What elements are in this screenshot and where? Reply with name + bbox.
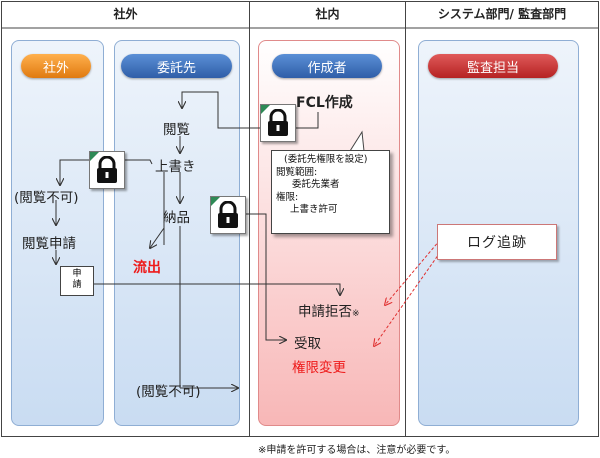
arrow-deliver-to-receive bbox=[246, 213, 286, 340]
column-header-inside: 社内 bbox=[315, 7, 340, 21]
lane-title-outside: 社外 bbox=[21, 54, 91, 78]
node-request-view: 閲覧申請 bbox=[22, 236, 76, 252]
node-log-trace: ログ追跡 bbox=[437, 224, 557, 260]
node-fcl-create: FCL作成 bbox=[296, 95, 353, 111]
request-document-text: 申 請 bbox=[72, 269, 82, 290]
lock-icon-deliver bbox=[210, 196, 246, 234]
lane-outside bbox=[11, 40, 104, 426]
callout-line-2: 閲覧範囲: bbox=[276, 166, 318, 178]
lane-title-creator: 作成者 bbox=[272, 54, 382, 78]
arrow-log-to-reject bbox=[385, 239, 441, 305]
lock-icon-outside bbox=[89, 151, 125, 189]
callout-line-3: 委託先業者 bbox=[292, 179, 340, 190]
arrow-leak-head bbox=[150, 227, 165, 248]
arrow-doc-to-reject bbox=[94, 283, 340, 295]
node-view-disabled-left: (閲覧不可) bbox=[14, 190, 79, 206]
node-view: 閲覧 bbox=[163, 122, 190, 138]
column-header-outside: 社外 bbox=[113, 7, 138, 21]
permission-callout: (委託先権限を設定) 閲覧範囲: 委託先業者 権限: 上書き許可 bbox=[271, 150, 390, 234]
node-reject-label: 申請拒否 bbox=[298, 304, 352, 320]
arrow-fcl-to-view bbox=[182, 91, 319, 129]
lock-icon-fcl bbox=[260, 104, 296, 142]
lane-title-contractor: 委託先 bbox=[121, 54, 232, 78]
node-deliver: 納品 bbox=[163, 210, 190, 226]
node-reject-mark: ※ bbox=[352, 309, 360, 319]
node-leak: 流出 bbox=[133, 260, 161, 276]
node-view-disabled-bottom: (閲覧不可) bbox=[136, 384, 201, 400]
request-document-icon: 申 請 bbox=[60, 266, 94, 296]
node-receive: 受取 bbox=[294, 336, 321, 352]
arrow-log-to-change bbox=[374, 243, 447, 346]
column-header-system: システム部門/ 監査部門 bbox=[437, 7, 567, 21]
callout-line-1: (委託先権限を設定) bbox=[284, 154, 368, 165]
node-overwrite: 上書き bbox=[155, 159, 196, 175]
node-change-permission: 権限変更 bbox=[292, 360, 346, 376]
footnote: ※申請を許可する場合は、注意が必要です。 bbox=[258, 445, 456, 456]
lane-title-auditor: 監査担当 bbox=[428, 54, 558, 78]
callout-line-5: 上書き許可 bbox=[290, 204, 338, 215]
node-reject: 申請拒否※ bbox=[298, 300, 360, 320]
callout-line-4: 権限: bbox=[276, 191, 299, 203]
callout-pointer bbox=[349, 130, 365, 152]
